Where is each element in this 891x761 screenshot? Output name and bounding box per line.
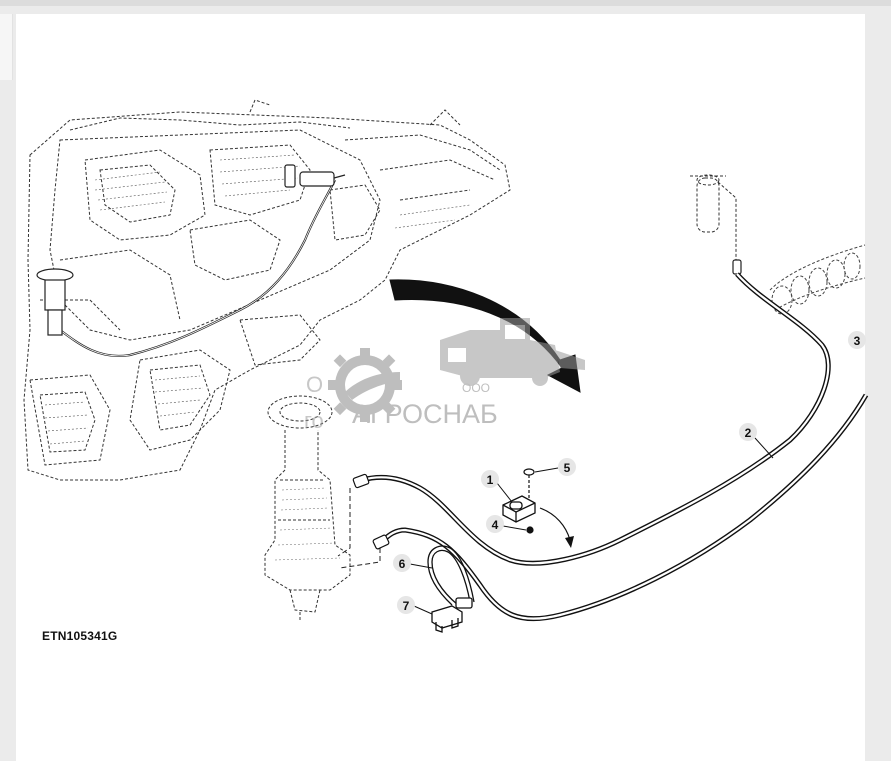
filter-icon — [690, 174, 737, 260]
hose-end-fittings — [352, 473, 390, 550]
svg-text:1: 1 — [487, 473, 494, 487]
machine-cable — [59, 179, 336, 358]
right-cylinder — [769, 244, 866, 315]
hose-3 — [380, 393, 869, 622]
machine-hatching — [44, 154, 471, 445]
callout-7: 7 — [397, 596, 415, 614]
svg-text:О: О — [306, 372, 323, 397]
machine-pump — [36, 268, 74, 336]
direction-arrow — [389, 279, 581, 393]
svg-text:5: 5 — [564, 461, 571, 475]
bracket — [431, 605, 463, 633]
callout-5: 5 — [558, 458, 576, 476]
callout-1: 1 — [481, 470, 499, 488]
callout-3: 3 — [848, 331, 866, 349]
svg-text:4: 4 — [492, 518, 499, 532]
hand-pump-icon — [264, 395, 351, 620]
svg-text:6: 6 — [399, 557, 406, 571]
callout-leaders — [409, 437, 774, 615]
clip-block — [502, 495, 536, 523]
svg-text:го: го — [304, 408, 324, 433]
machine-body — [23, 99, 511, 481]
hose-fitting-top — [732, 259, 742, 275]
machine-fitting — [284, 164, 346, 188]
svg-text:ООО: ООО — [462, 381, 490, 395]
gear-logo-icon — [328, 348, 402, 422]
svg-text:3: 3 — [854, 334, 861, 348]
callout-6: 6 — [393, 554, 411, 572]
combine-harvester-icon — [440, 318, 585, 386]
screw — [523, 468, 535, 498]
hose-strap — [427, 545, 475, 609]
leader-line-lower — [339, 548, 381, 569]
nut — [526, 526, 534, 534]
leader-line-upper — [337, 488, 351, 557]
rotation-arrow — [539, 507, 571, 541]
diagram-card — [16, 14, 865, 761]
top-strip — [0, 0, 891, 6]
svg-text:7: 7 — [403, 599, 410, 613]
watermark: ООО АГРОСНАБ О го — [304, 318, 585, 433]
side-panel-edge — [0, 14, 13, 80]
hose-2 — [361, 272, 831, 566]
callout-4: 4 — [486, 515, 504, 533]
pump-hatching — [274, 487, 341, 561]
figure-id-label: ETN105341G — [42, 629, 118, 643]
svg-text:2: 2 — [745, 426, 752, 440]
callout-2: 2 — [739, 423, 757, 441]
svg-text:АГРОСНАБ: АГРОСНАБ — [352, 399, 498, 429]
